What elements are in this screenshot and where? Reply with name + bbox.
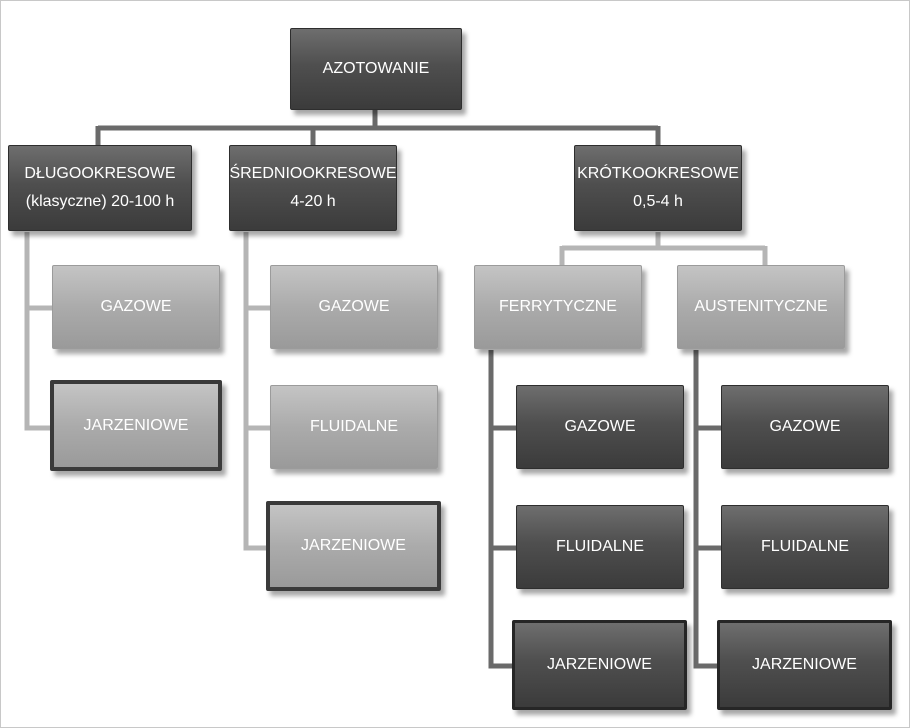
node-dlugo-jarzeniowe: JARZENIOWE (50, 380, 222, 471)
node-ferrytyczne-label: FERRYTYCZNE (499, 298, 617, 315)
node-krotkookresowe: KRÓTKOOKRESOWE 0,5-4 h (574, 145, 742, 231)
node-krotkookresowe-line2: 0,5-4 h (633, 193, 683, 210)
node-dlugo-jarzeniowe-label: JARZENIOWE (83, 416, 189, 434)
node-srednio-fluidalne: FLUIDALNE (270, 385, 438, 469)
node-azotowanie: AZOTOWANIE (290, 28, 462, 110)
node-srednio-gazowe-label: GAZOWE (318, 298, 390, 315)
node-aust-gazowe: GAZOWE (721, 385, 889, 469)
node-austenityczne-label: AUSTENITYCZNE (694, 298, 828, 315)
aust-tree-line (693, 350, 717, 669)
srednio-tree-line (243, 232, 266, 551)
node-srednio-jarzeniowe: JARZENIOWE (266, 501, 441, 591)
node-azotowanie-label: AZOTOWANIE (322, 60, 430, 77)
node-ferry-gazowe: GAZOWE (516, 385, 684, 469)
node-sredniookresowe-line2: 4-20 h (290, 193, 336, 210)
node-ferrytyczne: FERRYTYCZNE (474, 265, 642, 349)
node-dlugookresowe: DŁUGOOKRESOWE (klasyczne) 20-100 h (8, 145, 192, 231)
node-srednio-jarzeniowe-label: JARZENIOWE (301, 537, 406, 554)
node-ferry-fluidalne: FLUIDALNE (516, 505, 684, 589)
node-ferry-fluidalne-label: FLUIDALNE (555, 538, 645, 555)
node-sredniookresowe: ŚREDNIOOKRESOWE 4-20 h (229, 145, 397, 231)
node-austenityczne: AUSTENITYCZNE (677, 265, 845, 349)
node-aust-jarzeniowe: JARZENIOWE (717, 620, 892, 710)
node-aust-jarzeniowe-label: JARZENIOWE (752, 656, 857, 673)
node-dlugookresowe-line1: DŁUGOOKRESOWE (24, 165, 176, 182)
node-ferry-gazowe-label: GAZOWE (564, 418, 636, 435)
node-krotkookresowe-line1: KRÓTKOOKRESOWE (577, 165, 739, 182)
node-aust-gazowe-label: GAZOWE (769, 418, 841, 435)
node-sredniookresowe-line1: ŚREDNIOOKRESOWE (229, 165, 397, 182)
node-ferry-jarzeniowe-label: JARZENIOWE (547, 656, 652, 673)
node-aust-fluidalne: FLUIDALNE (721, 505, 889, 589)
dlugo-tree-line (24, 232, 52, 431)
node-dlugo-gazowe: GAZOWE (52, 265, 220, 349)
node-srednio-fluidalne-label: FLUIDALNE (309, 418, 399, 435)
node-ferry-jarzeniowe: JARZENIOWE (512, 620, 687, 710)
node-dlugookresowe-line2: (klasyczne) 20-100 h (25, 193, 175, 210)
node-dlugo-gazowe-label: GAZOWE (100, 298, 172, 315)
node-srednio-gazowe: GAZOWE (270, 265, 438, 349)
ferry-tree-line (488, 350, 512, 669)
node-aust-fluidalne-label: FLUIDALNE (760, 538, 850, 555)
